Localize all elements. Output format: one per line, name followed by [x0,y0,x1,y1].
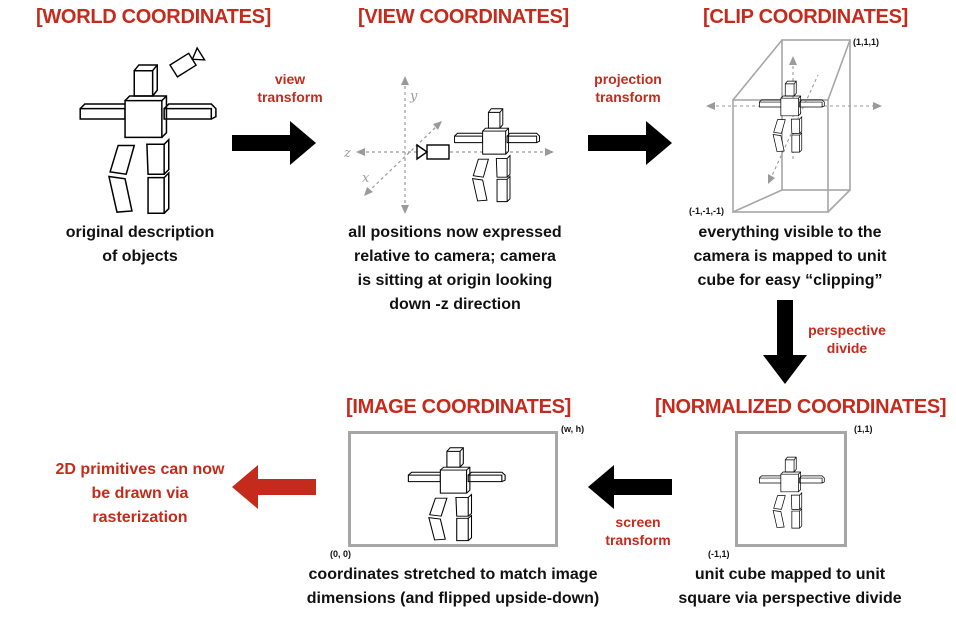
world-camera-icon [169,47,206,78]
image-coordinates-title: [IMAGE COORDINATES] [346,396,572,418]
y-axis-label: y [409,89,418,104]
final-output-line: 2D primitives can now [55,461,225,478]
perspective-divide-label-line: perspective [808,322,886,338]
clip-figure [759,80,825,153]
view-description-line: all positions now expressed [348,224,562,241]
image-corner-max: (w, h) [561,424,585,434]
perspective-divide-label: perspective divide [802,321,892,357]
screen-transform-label-line: transform [605,532,671,548]
image-corner-min: (0, 0) [330,549,352,559]
clip-description-line: everything visible to the [698,224,882,241]
world-coordinates-title: [WORLD COORDINATES] [36,6,272,28]
projection-transform-label-line: transform [595,89,661,105]
image-description-line: coordinates stretched to match image [308,566,598,583]
view-description-line: relative to camera; camera [354,248,556,265]
normalized-corner-max: (1,1) [854,424,873,434]
world-description-line: of objects [102,248,178,265]
normalized-square [735,431,847,547]
x-axis-label: x [362,171,370,186]
final-output-line: be drawn via [91,485,189,502]
perspective-divide-arrow [763,300,807,384]
normalized-figure [759,456,825,529]
world-description: original description of objects [40,221,240,269]
image-rectangle [348,431,558,547]
clip-description-line: camera is mapped to unit [693,248,887,265]
normalized-description-line: square via perspective divide [678,590,902,607]
clip-corner-max: (1,1,1) [853,37,880,47]
view-camera-icon [416,144,450,160]
screen-transform-label-line: screen [615,514,661,530]
view-description: all positions now expressed relative to … [325,221,585,317]
view-description-line: down -z direction [389,296,521,313]
image-description: coordinates stretched to match image dim… [293,563,613,611]
view-figure [454,108,540,203]
projection-transform-label-line: projection [594,71,662,87]
clip-description: everything visible to the camera is mapp… [660,221,920,293]
world-figure-illustration [79,47,217,215]
view-description-line: is sitting at origin looking [357,272,553,289]
rasterization-arrow [232,465,316,509]
clip-corner-min: (-1,-1,-1) [689,206,725,216]
normalized-coordinates-title: [NORMALIZED COORDINATES] [655,396,947,418]
final-output-text: 2D primitives can now be drawn via raste… [40,458,240,530]
view-transform-label: view transform [250,70,330,106]
image-description-line: dimensions (and flipped upside-down) [306,590,600,607]
projection-transform-label: projection transform [578,70,678,106]
screen-transform-label: screen transform [588,513,688,549]
normalized-description-line: unit cube mapped to unit [694,566,886,583]
screen-transform-arrow [588,465,672,509]
view-transform-label-line: transform [257,89,323,105]
clip-coordinates-title: [CLIP COORDINATES] [703,6,908,28]
view-coordinates-title: [VIEW COORDINATES] [358,6,569,28]
normalized-description: unit cube mapped to unit square via pers… [660,563,920,611]
view-transform-arrow [232,121,316,165]
normalized-corner-min: (-1,1) [708,549,730,559]
image-figure [407,447,506,542]
z-axis-label: z [343,146,351,161]
world-description-line: original description [65,224,215,241]
final-output-line: rasterization [92,509,188,526]
view-axes-illustration: y z x [343,76,554,214]
view-transform-label-line: view [274,71,306,87]
perspective-divide-label-line: divide [826,340,868,356]
projection-transform-arrow [588,121,672,165]
clip-cube-illustration [706,39,882,213]
clip-description-line: cube for easy “clipping” [697,272,883,289]
